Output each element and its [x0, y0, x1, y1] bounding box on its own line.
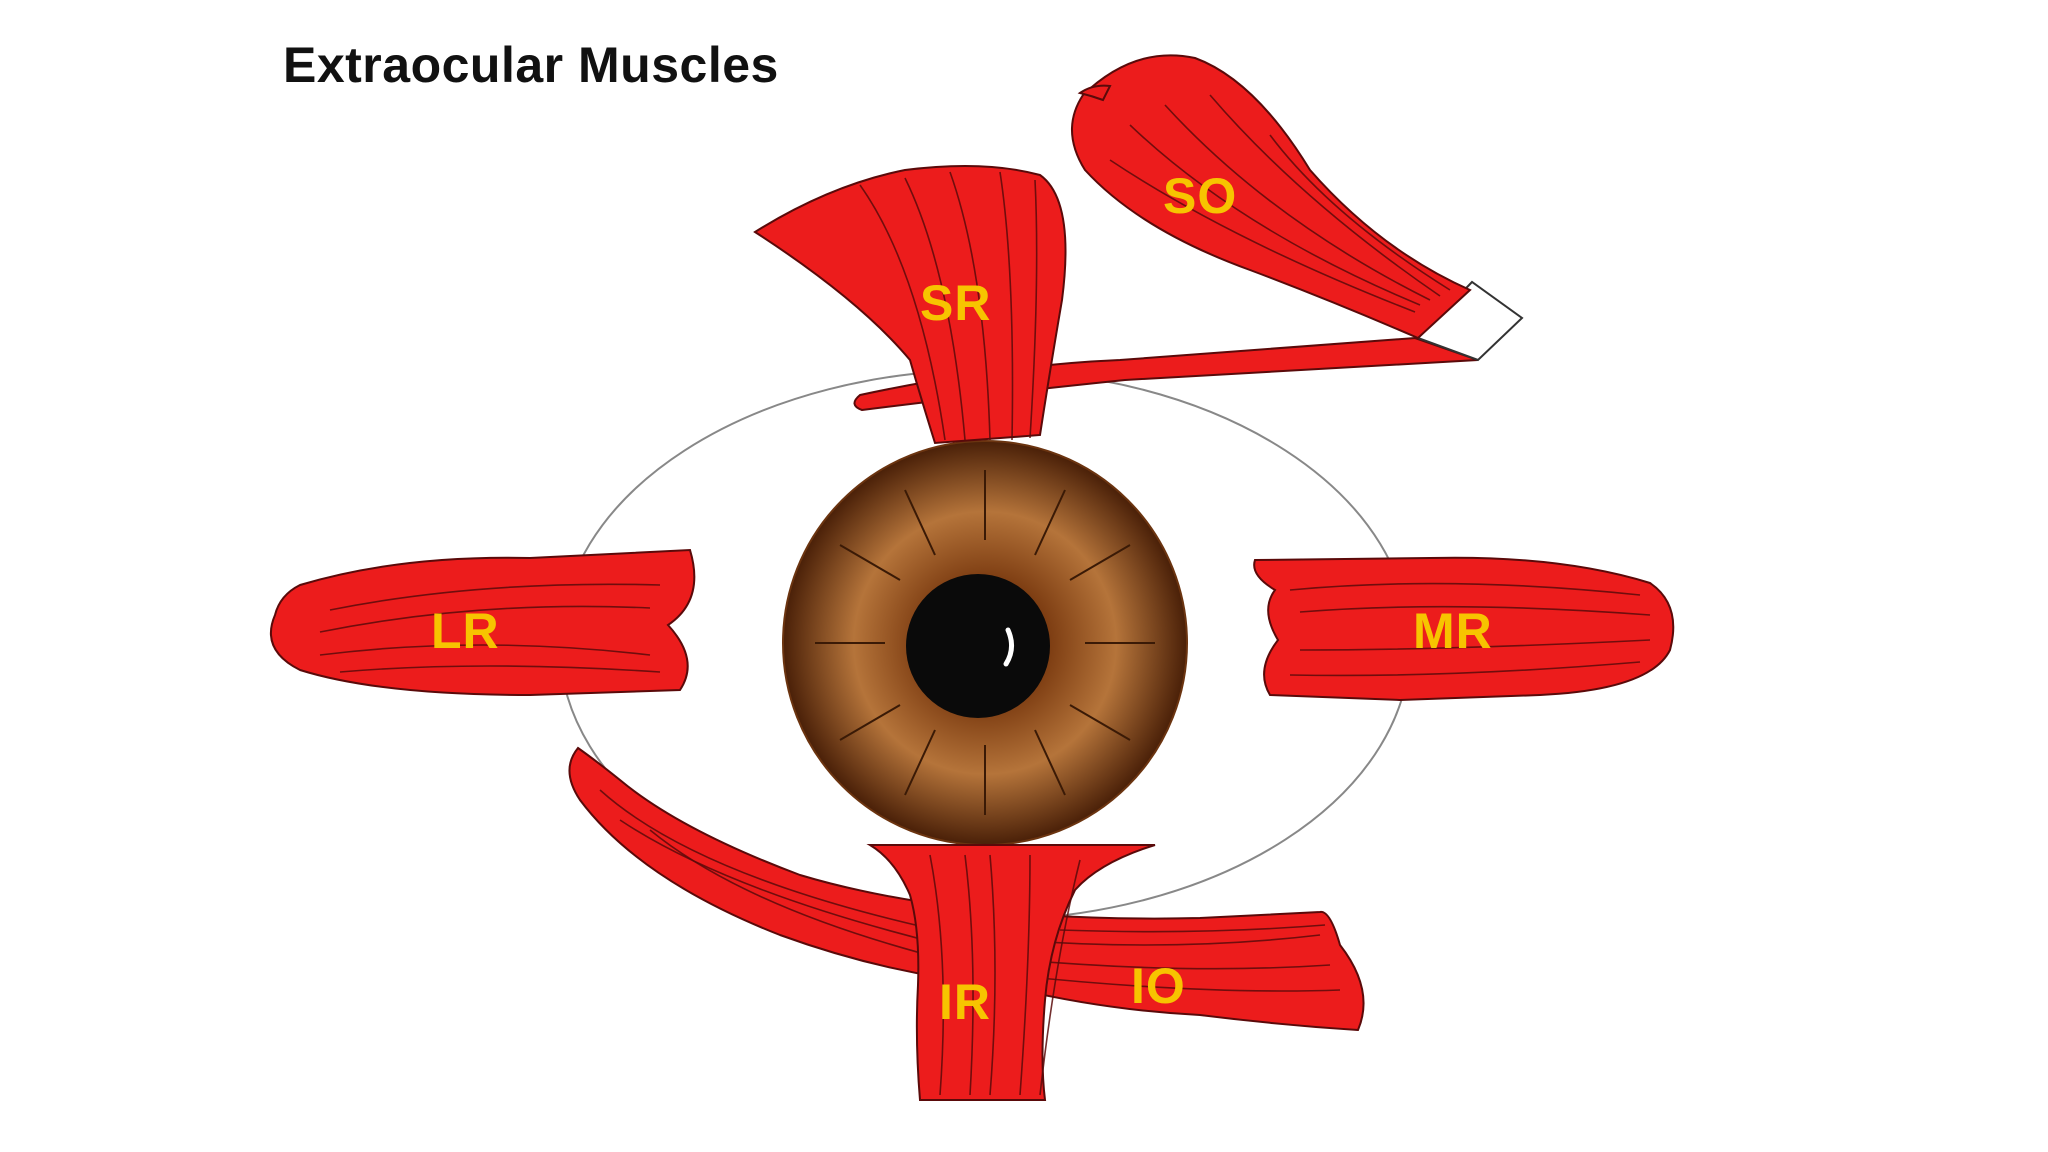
- ir-label: IR: [939, 974, 991, 1030]
- medial-rectus-muscle: MR: [1254, 558, 1673, 700]
- lr-label: LR: [431, 603, 500, 659]
- pupil: [906, 574, 1050, 718]
- so-label: SO: [1163, 168, 1237, 224]
- io-label: IO: [1131, 958, 1186, 1014]
- mr-label: MR: [1413, 603, 1493, 659]
- lateral-rectus-muscle: LR: [271, 550, 694, 695]
- sr-label: SR: [920, 275, 991, 331]
